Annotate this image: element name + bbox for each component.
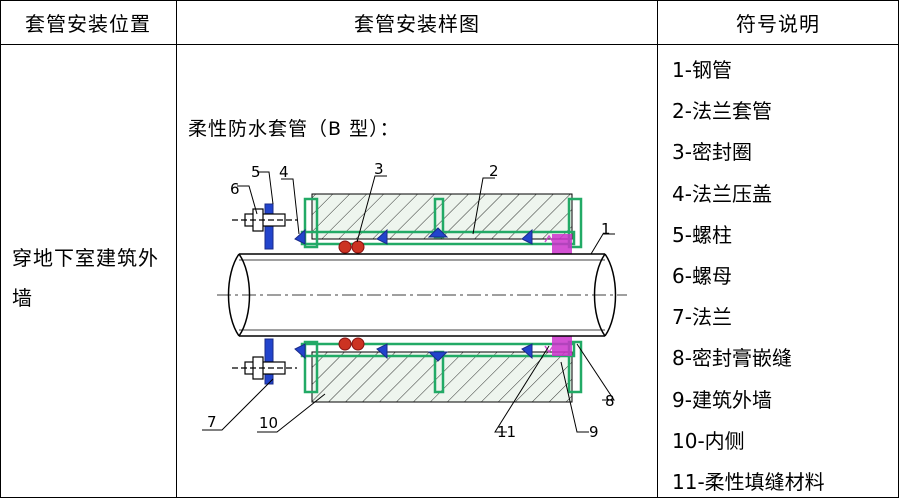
seal-rings <box>338 240 365 351</box>
callout-5: 5 <box>251 163 261 181</box>
callout-4: 4 <box>279 163 289 181</box>
leader-lines <box>202 171 615 433</box>
table-border-top <box>0 0 899 1</box>
callout-10: 10 <box>259 414 278 432</box>
header-location: 套管安装位置 <box>25 11 151 36</box>
sealant <box>544 234 572 356</box>
bolts <box>232 208 297 380</box>
sleeve-diagram: 6 5 4 3 2 1 7 10 8 11 9 <box>202 160 627 441</box>
diagram-caption: 柔性防水套管（B 型）： <box>188 118 400 140</box>
legend-item: 11-柔性填缝材料 <box>672 469 825 494</box>
callout-3: 3 <box>374 160 384 178</box>
callout-2: 2 <box>489 162 499 180</box>
legend-list: 1-钢管 2-法兰套管 3-密封圈 4-法兰压盖 5-螺柱 6-螺母 7-法兰 … <box>672 50 825 503</box>
table-border-left <box>0 0 1 498</box>
legend-item: 7-法兰 <box>672 305 732 330</box>
callout-1: 1 <box>601 220 611 238</box>
column-divider-2 <box>657 0 658 498</box>
callout-11: 11 <box>497 423 516 441</box>
legend-item: 1-钢管 <box>672 58 732 82</box>
legend-item: 2-法兰套管 <box>672 99 772 124</box>
legend-item: 8-密封膏嵌缝 <box>672 346 792 371</box>
callout-9: 9 <box>589 423 599 441</box>
column-divider-1 <box>176 0 177 498</box>
steel-pipe <box>217 253 627 337</box>
callout-8: 8 <box>605 392 615 410</box>
legend-item: 6-螺母 <box>672 263 732 288</box>
callout-7: 7 <box>207 413 217 431</box>
header-divider <box>0 44 899 45</box>
legend-item: 9-建筑外墙 <box>672 387 772 412</box>
callout-6: 6 <box>230 180 240 198</box>
legend-item: 3-密封圈 <box>672 140 752 165</box>
header-diagram: 套管安装样图 <box>354 11 480 36</box>
header-legend: 符号说明 <box>736 11 820 36</box>
legend-item: 10-内侧 <box>672 428 745 453</box>
legend-item: 5-螺柱 <box>672 222 732 247</box>
location-text: 穿地下室建筑外墙 <box>12 246 159 310</box>
legend-item: 4-法兰压盖 <box>672 181 772 206</box>
